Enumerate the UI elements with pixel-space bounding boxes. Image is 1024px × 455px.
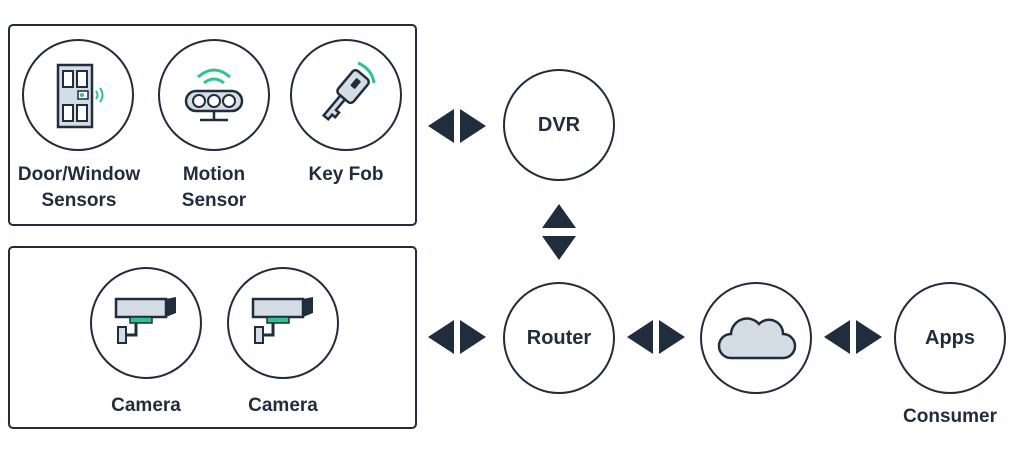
motion-sensor-label: Motion Sensor [181, 164, 247, 211]
bidirectional-arrow-router-cloud [627, 320, 685, 354]
bidirectional-arrow-sensors-dvr [428, 109, 486, 143]
camera-node-2 [227, 267, 339, 379]
camera-icon [251, 297, 313, 344]
dvr-node: DVR [503, 69, 615, 181]
door-icon [56, 63, 104, 129]
door-window-sensor-node [22, 39, 134, 151]
cameras-group [8, 246, 417, 429]
key-fob-icon [321, 61, 376, 122]
camera-label-1: Camera [111, 395, 181, 416]
key-fob-node [290, 39, 402, 151]
router-node: Router [503, 282, 615, 394]
cloud-node [700, 282, 812, 394]
bidirectional-arrow-dvr-router [542, 204, 576, 260]
apps-node: Apps [894, 282, 1006, 394]
camera-node-1 [90, 267, 202, 379]
key-fob-label: Key Fob [308, 164, 384, 185]
motion-sensor-icon [184, 68, 244, 122]
consumer-label: Consumer [903, 406, 997, 427]
dvr-label: DVR [537, 113, 581, 136]
bidirectional-arrow-cameras-router [428, 320, 486, 354]
cloud-icon [717, 317, 797, 360]
door-window-sensors-label: Door/Window Sensors [17, 164, 141, 211]
camera-label-2: Camera [248, 395, 318, 416]
camera-icon [114, 297, 176, 344]
apps-label: Apps [925, 326, 975, 349]
router-label: Router [526, 326, 592, 349]
bidirectional-arrow-cloud-apps [824, 320, 882, 354]
motion-sensor-node [158, 39, 270, 151]
